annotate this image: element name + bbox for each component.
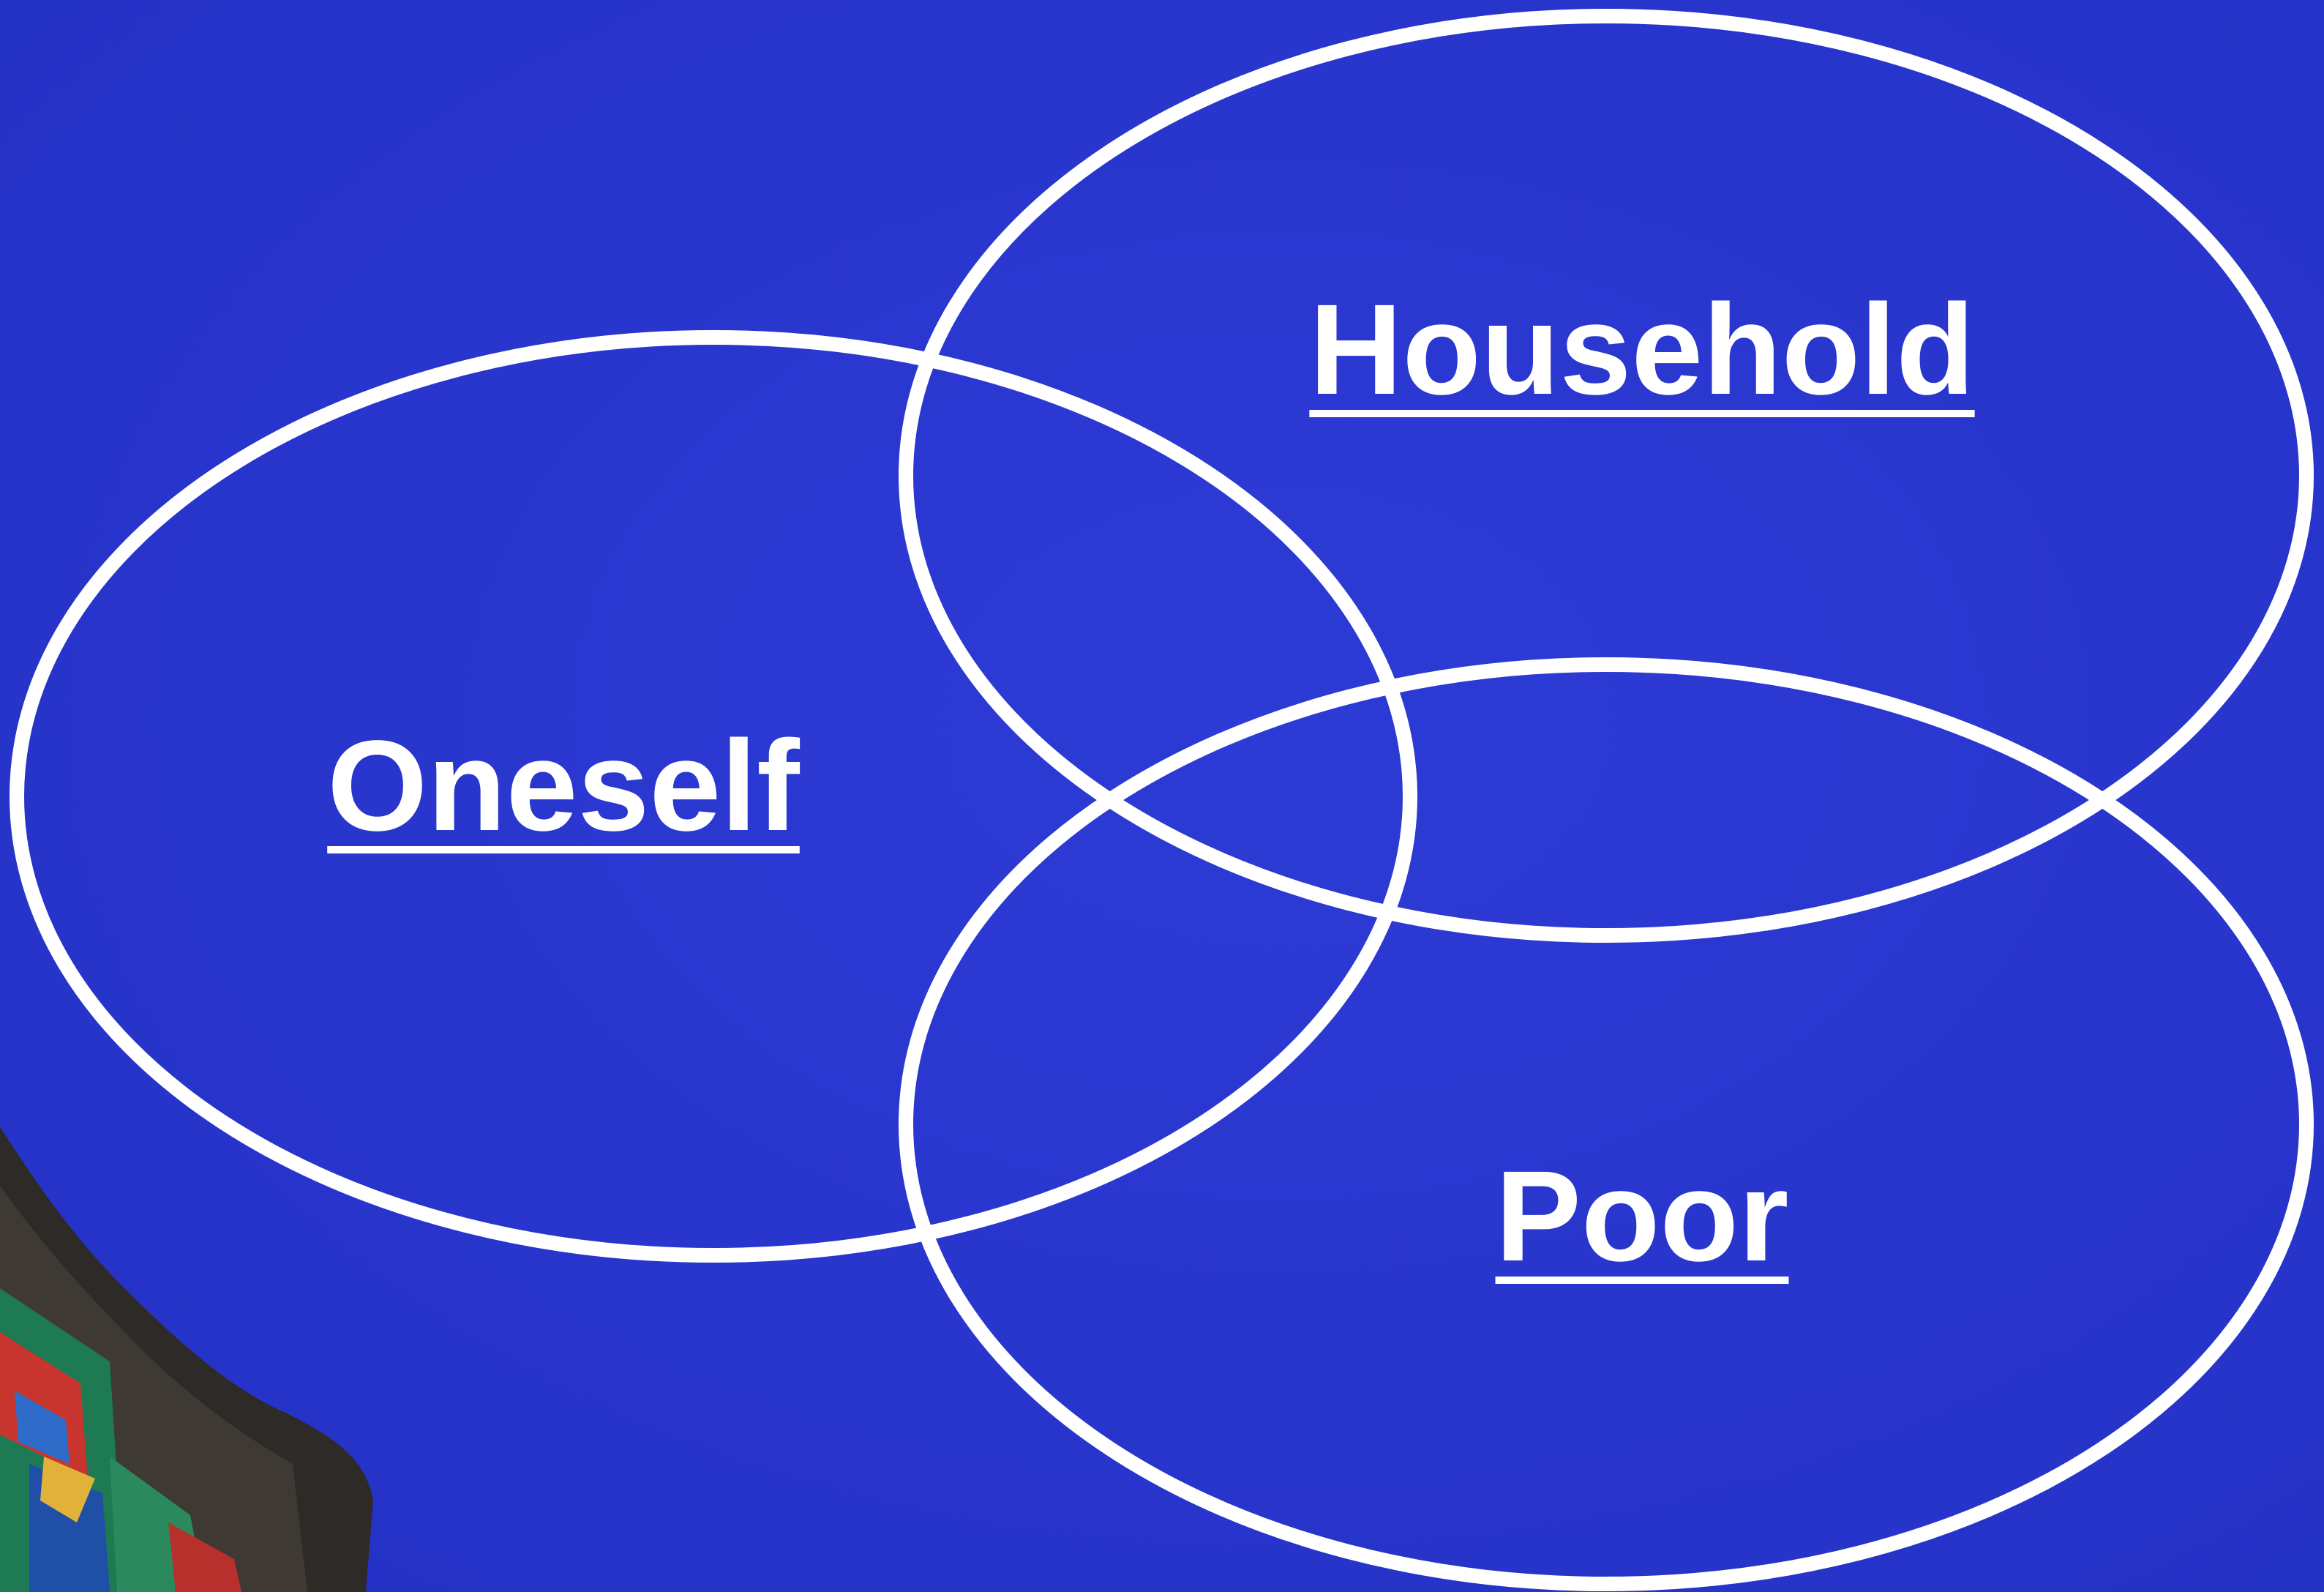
oneself-set-ellipse — [10, 330, 1417, 1263]
oneself-label: Oneself — [327, 714, 800, 858]
roof-eave-decoration — [0, 1127, 373, 1592]
poor-label: Poor — [1495, 1145, 1789, 1288]
poor-set-ellipse — [899, 657, 2314, 1591]
household-label: Household — [1309, 278, 1975, 422]
household-set-ellipse — [899, 9, 2314, 943]
